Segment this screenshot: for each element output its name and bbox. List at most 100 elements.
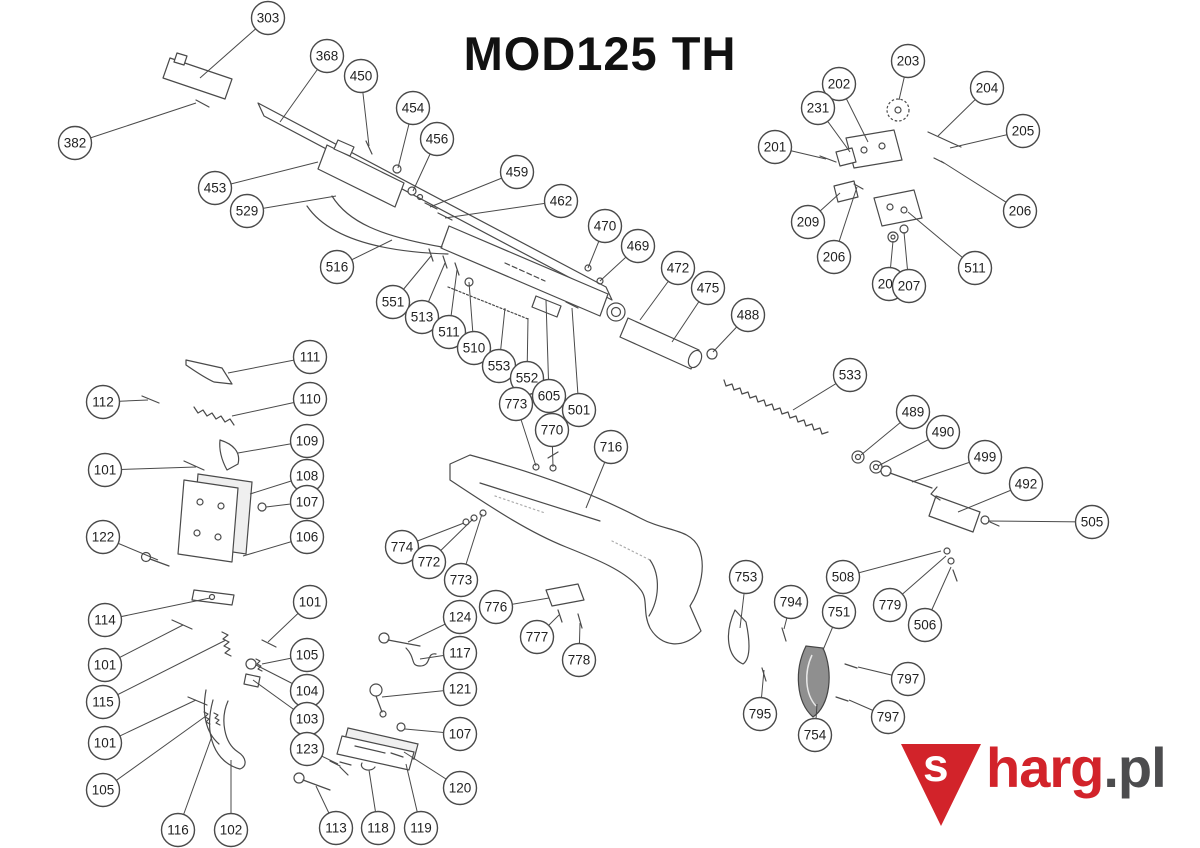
callout-797: 797 [890,661,926,697]
callout-label: 107 [296,495,319,510]
callout-circle [690,270,726,306]
logo-text-red: harg [986,736,1104,799]
callout-103: 103 [289,701,325,737]
callout-circle [1074,504,1110,540]
callout-label: 206 [823,250,846,265]
callout-circle [292,381,328,417]
callout-circle [442,599,478,635]
callout-label: 499 [974,450,997,465]
callout-circle [57,125,93,161]
callout-circle [419,121,455,157]
callout-label: 368 [316,49,339,64]
callout-456: 456 [419,121,455,157]
callout-795: 795 [742,696,778,732]
callout-label: 117 [449,646,471,661]
callout-489: 489 [895,394,931,430]
trigger-assembly-sketch [140,359,437,791]
callout-label: 533 [839,368,862,383]
callout-circle [85,384,121,420]
callout-label: 115 [92,695,114,710]
callout-label: 203 [897,54,920,69]
callout-469: 469 [620,228,656,264]
callout-label: 450 [350,69,373,84]
callout-label: 506 [914,618,937,633]
callout-circle [957,250,993,286]
callout-circle [895,394,931,430]
callout-label: 505 [1081,515,1104,530]
callout-label: 605 [538,389,561,404]
callout-201: 201 [757,129,793,165]
callout-label: 553 [488,359,511,374]
callout-circle [197,170,233,206]
callout-119: 119 [403,810,439,846]
callout-circle [498,386,534,422]
callout-circle [534,412,570,448]
callout-114: 114 [87,602,123,638]
callout-circle [561,392,597,428]
callout-circle [456,330,492,366]
callout-751: 751 [821,594,857,630]
callout-circle [816,239,852,275]
callout-circle [800,90,836,126]
callout-101: 101 [292,584,328,620]
stock-sketch [449,454,858,718]
callout-770: 770 [534,412,570,448]
callout-label: 776 [485,600,508,615]
callout-circle [891,268,927,304]
callout-label: 501 [568,403,591,418]
callout-605: 605 [531,378,567,414]
callout-circle [967,439,1003,475]
callout-circle [543,183,579,219]
callout-circle [87,452,123,488]
callout-label: 108 [296,469,319,484]
callout-circle [925,414,961,450]
callout-circle [890,661,926,697]
callout-circle [85,519,121,555]
callout-label: 101 [299,595,322,610]
callout-label: 107 [449,727,472,742]
callout-label: 777 [526,630,549,645]
callout-472: 472 [660,250,696,286]
callout-107: 107 [442,716,478,752]
callout-102: 102 [213,812,249,848]
leader-line-462 [444,200,562,219]
callout-label: 508 [832,570,855,585]
callout-label: 382 [64,136,87,151]
callout-label: 110 [299,392,321,407]
callout-label: 123 [296,742,319,757]
callout-107: 107 [289,484,325,520]
callout-label: 118 [367,821,389,836]
callout-488: 488 [730,297,766,333]
callout-circle [292,584,328,620]
callout-label: 551 [382,295,405,310]
callout-529: 529 [229,193,265,229]
callout-101: 101 [87,452,123,488]
callout-label: 797 [877,710,900,725]
diagram-title: MOD125 TH [463,27,737,80]
logo-wordmark: harg.pl [986,740,1167,796]
callout-794: 794 [773,584,809,620]
callout-label: 492 [1015,477,1038,492]
callout-label: 109 [296,434,319,449]
callout-124: 124 [442,599,478,635]
callout-label: 770 [541,423,564,438]
callout-202: 202 [821,66,857,102]
callout-101: 101 [87,725,123,761]
callout-label: 794 [780,595,803,610]
callout-label: 454 [402,101,425,116]
callout-circle [870,699,906,735]
callout-circle [411,544,447,580]
callout-475: 475 [690,270,726,306]
callout-label: 101 [94,736,117,751]
callout-circle [404,299,440,335]
callout-label: 120 [449,781,472,796]
callout-778: 778 [561,642,597,678]
callout-label: 751 [828,605,851,620]
leader-line-453 [214,161,319,189]
callout-label: 456 [426,132,449,147]
callout-circle [85,684,121,720]
callout-circle [821,66,857,102]
callout-circle [519,619,555,655]
callout-circle [289,637,325,673]
